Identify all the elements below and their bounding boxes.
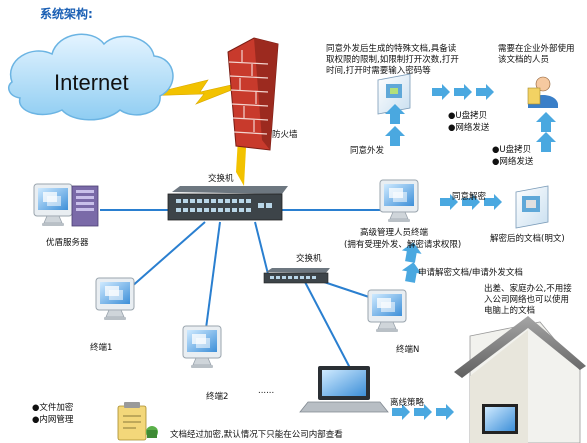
bullet-item: ●网络发送: [448, 123, 490, 133]
terminalN-monitor-icon: [367, 289, 407, 333]
outside-person-label: 需要在企业外部使用该文档的人员: [498, 44, 575, 65]
network-links: [100, 209, 385, 369]
firewall-icon: [227, 37, 279, 151]
secondary-switch-icon: [263, 268, 330, 284]
bottom-text: 文档经过加密,默认情况下只能在公司内部查看: [170, 430, 343, 440]
special-doc-label: 同意外发后生成的特殊文档,具备读取权限的限制,如限制打开次数,打开时间,打开时需…: [326, 44, 459, 76]
main-switch-label: 交换机: [208, 174, 234, 184]
internet-label: Internet: [54, 70, 129, 95]
bullets-right: ●U盘拷贝 ●网络发送: [492, 144, 533, 168]
right-arrow-icon: [392, 84, 502, 420]
external-person-icon: [527, 76, 558, 108]
bullet-item: ●内网管理: [32, 415, 74, 425]
laptop-icon: [299, 366, 389, 413]
agree-decrypt-label: 同意解密: [452, 192, 487, 202]
firewall-label: 防火墙: [272, 130, 298, 140]
admin-label-line1: 高级管理人员终端: [360, 228, 429, 238]
internet-cloud-icon: [7, 33, 174, 121]
up-arrow-icon: [536, 112, 556, 132]
up-arrow-icon: [536, 132, 556, 152]
terminal1-monitor-icon: [95, 277, 135, 321]
encrypted-document-icon: [117, 402, 158, 441]
decrypted-doc-label: 解密后的文档(明文): [490, 234, 565, 244]
offline-label: 离线策略: [390, 398, 425, 408]
up-arrow-icon: [385, 126, 405, 146]
agree-send-label: 同意外发: [350, 146, 385, 156]
terminal2-monitor-icon: [182, 325, 222, 369]
bullet-item: ●U盘拷贝: [448, 111, 488, 121]
page-title: 系统架构:: [40, 7, 93, 21]
bullets-top: ●U盘拷贝 ●网络发送: [448, 110, 489, 134]
ellipsis-label: ......: [258, 386, 275, 396]
bullet-item: ●U盘拷贝: [492, 145, 532, 155]
admin-label-line2: (拥有受理外发、解密请求权限): [344, 240, 462, 250]
main-switch-icon: [167, 186, 288, 221]
server-icon: [33, 183, 99, 227]
terminal2-label: 终端2: [206, 392, 229, 402]
flow-arrows: [385, 84, 556, 420]
terminal1-label: 终端1: [90, 343, 113, 353]
secondary-switch-label: 交换机: [296, 254, 322, 264]
bullet-item: ●网络发送: [492, 157, 534, 167]
lightning-icon: [236, 138, 246, 186]
bullet-item: ●文件加密: [32, 403, 74, 413]
server-label: 优盾服务器: [46, 238, 89, 248]
admin-monitor-icon: [379, 179, 419, 223]
terminalN-label: 终端N: [396, 345, 420, 355]
special-document-icon: [377, 73, 411, 115]
bullets-left: ●文件加密 ●内网管理: [32, 402, 73, 426]
travel-text: 出差、家庭办公,不用接入公司网络也可以使用电脑上的文档: [484, 284, 572, 316]
decrypted-document-icon: [515, 185, 549, 229]
request-label: 申请解密文档/申请外发文档: [418, 268, 523, 278]
house-icon: [454, 316, 586, 443]
